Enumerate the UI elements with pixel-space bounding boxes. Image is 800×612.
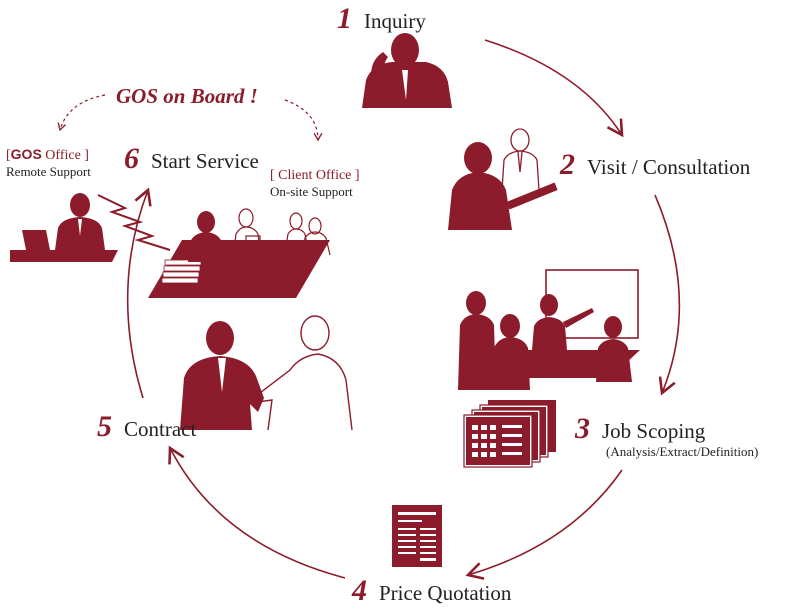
arrow-3-to-4 xyxy=(465,469,623,580)
step-number: 4 xyxy=(352,574,367,607)
step-3: 3 Job Scoping xyxy=(575,412,705,446)
step-number: 6 xyxy=(124,142,139,175)
quotation-document-icon xyxy=(392,505,442,567)
gos-on-board-label: GOS on Board ! xyxy=(116,84,258,108)
step-3-subtitle: (Analysis/Extract/Definition) xyxy=(606,444,759,459)
step-number: 3 xyxy=(575,412,590,445)
step-number: 1 xyxy=(337,2,352,35)
arrow-1-to-2 xyxy=(484,39,624,138)
step-1: 1 Inquiry xyxy=(337,2,426,36)
phone-person-icon xyxy=(362,33,452,108)
client-office-label: On-site Support xyxy=(270,184,353,199)
office-team-icon xyxy=(148,208,331,298)
step-label: Price Quotation xyxy=(379,581,512,605)
step-2: 2 Visit / Consultation xyxy=(560,148,750,182)
step-5: 5 Contract xyxy=(97,410,196,444)
dotted-arrow-right xyxy=(284,99,323,142)
consultation-icon xyxy=(448,128,558,230)
step-4: 4 Price Quotation xyxy=(352,574,511,608)
meeting-icon xyxy=(458,269,640,390)
dotted-arrow-left xyxy=(57,94,106,132)
step-label: Start Service xyxy=(151,149,259,173)
handshake-icon xyxy=(180,315,353,431)
remote-worker-icon xyxy=(10,193,171,262)
client-office-tag: [ Client Office ] On-site Support xyxy=(270,168,360,200)
client-office-title: [ Client Office ] xyxy=(270,168,360,183)
step-number: 5 xyxy=(97,410,112,443)
step-number: 2 xyxy=(560,148,575,181)
gos-office-tag: [GOS Office ] Remote Support xyxy=(6,146,91,180)
signal-zigzag-icon xyxy=(97,194,171,251)
arrow-4-to-5 xyxy=(168,445,346,579)
step-6: 6 Start Service xyxy=(124,142,259,176)
arrow-5-to-6 xyxy=(126,187,152,399)
arrow-2-to-3 xyxy=(654,194,681,396)
step-label: Contract xyxy=(124,417,197,441)
step-label: Inquiry xyxy=(364,9,426,33)
gos-office-label: Remote Support xyxy=(6,164,91,179)
gos-office-title: [GOS Office ] xyxy=(6,146,89,163)
step-label: Visit / Consultation xyxy=(587,155,751,179)
step-label: Job Scoping xyxy=(602,419,706,443)
documents-icon xyxy=(463,400,556,468)
